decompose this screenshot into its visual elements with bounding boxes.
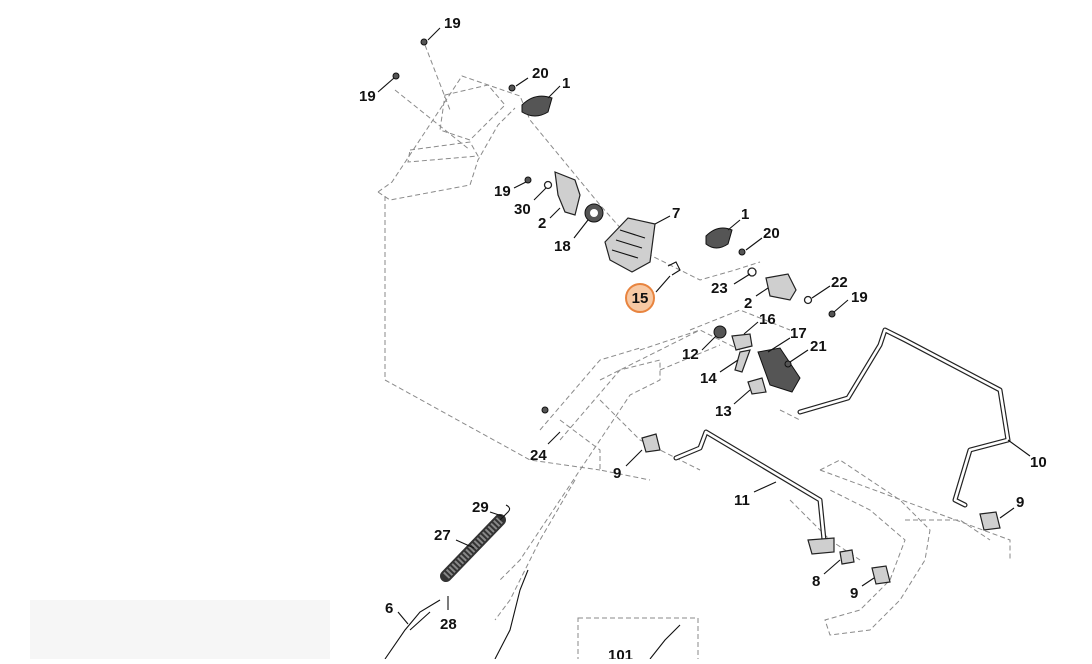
lower-handle-outline — [494, 347, 991, 636]
part-label-1[interactable]: 1 — [562, 75, 570, 92]
part-labels: 19 19 20 1 19 30 2 18 7 1 20 23 2 22 19 … — [359, 15, 1047, 664]
part-label-10[interactable]: 10 — [1030, 454, 1047, 471]
part-link-14[interactable] — [734, 349, 751, 373]
part-label-11[interactable]: 11 — [734, 492, 750, 509]
part-label-14[interactable]: 14 — [700, 370, 717, 387]
handle-housing-outline — [377, 44, 1011, 561]
part-screw-20-top[interactable] — [508, 84, 516, 92]
part-label-17[interactable]: 17 — [790, 325, 807, 342]
part-label-12[interactable]: 12 — [682, 346, 699, 363]
part-rod-10[interactable] — [797, 327, 1011, 508]
part-label-21[interactable]: 21 — [810, 338, 827, 355]
part-nut-12[interactable] — [713, 325, 727, 339]
part-screw-19-mid[interactable] — [524, 176, 532, 184]
part-label-9[interactable]: 9 — [613, 465, 621, 482]
part-sleeve-8[interactable] — [839, 549, 855, 565]
part-label-101[interactable]: 101 — [608, 647, 633, 664]
highlighted-part-marker-15[interactable]: 15 — [625, 283, 655, 313]
part-label-19[interactable]: 19 — [359, 88, 376, 105]
part-washer-22[interactable] — [803, 295, 813, 305]
part-label-23[interactable]: 23 — [711, 280, 728, 297]
part-label-2[interactable]: 2 — [538, 215, 546, 232]
part-cable-101[interactable] — [649, 624, 681, 660]
part-label-9[interactable]: 9 — [850, 585, 858, 602]
part-washer-18[interactable] — [584, 203, 604, 223]
part-label-19[interactable]: 19 — [851, 289, 868, 306]
part-label-13[interactable]: 13 — [715, 403, 732, 420]
part-label-16[interactable]: 16 — [759, 311, 776, 328]
part-lever-17[interactable] — [757, 347, 801, 393]
part-pawl-16[interactable] — [731, 333, 753, 351]
background-smudge — [30, 600, 330, 659]
part-label-29[interactable]: 29 — [472, 499, 489, 516]
part-screw-21[interactable] — [784, 360, 792, 368]
part-bracket-2-right[interactable] — [765, 273, 797, 301]
highlighted-part-label[interactable]: 15 — [632, 290, 649, 307]
part-screw-20-right[interactable] — [738, 248, 746, 256]
part-clip-15[interactable] — [667, 261, 681, 276]
part-label-6[interactable]: 6 — [385, 600, 393, 617]
part-label-27[interactable]: 27 — [434, 527, 451, 544]
part-knob-1-upper[interactable] — [521, 95, 553, 117]
part-label-19[interactable]: 19 — [494, 183, 511, 200]
part-label-20[interactable]: 20 — [763, 225, 780, 242]
part-screw-19-top[interactable] — [420, 38, 428, 46]
part-label-1[interactable]: 1 — [741, 206, 749, 223]
part-washer-30[interactable] — [543, 180, 553, 190]
part-bushing-9-right[interactable] — [979, 511, 1001, 531]
inset-box-101 — [577, 617, 699, 664]
part-bushing-9-left[interactable] — [641, 433, 661, 453]
leader-lines — [377, 27, 1031, 625]
part-rod-11[interactable] — [673, 429, 835, 555]
part-label-20[interactable]: 20 — [532, 65, 549, 82]
part-label-18[interactable]: 18 — [554, 238, 571, 255]
part-catch-13[interactable] — [747, 377, 767, 395]
part-label-28[interactable]: 28 — [440, 616, 457, 633]
part-label-9[interactable]: 9 — [1016, 494, 1024, 511]
part-bushing-9-bottom[interactable] — [871, 565, 891, 585]
part-knob-1-right[interactable] — [705, 227, 733, 249]
part-label-24[interactable]: 24 — [530, 447, 547, 464]
part-label-2[interactable]: 2 — [744, 295, 752, 312]
part-label-22[interactable]: 22 — [831, 274, 848, 291]
part-screw-19-left[interactable] — [392, 72, 400, 80]
part-label-7[interactable]: 7 — [672, 205, 680, 222]
part-housing-7[interactable] — [604, 217, 656, 273]
part-label-19[interactable]: 19 — [444, 15, 461, 32]
part-label-30[interactable]: 30 — [514, 201, 531, 218]
part-cable-6[interactable] — [384, 599, 441, 660]
part-screw-24[interactable] — [541, 406, 549, 414]
part-label-8[interactable]: 8 — [812, 573, 820, 590]
part-cable-lower[interactable] — [494, 569, 529, 660]
part-screw-19-right[interactable] — [828, 310, 836, 318]
part-bracket-2-left[interactable] — [554, 171, 581, 216]
